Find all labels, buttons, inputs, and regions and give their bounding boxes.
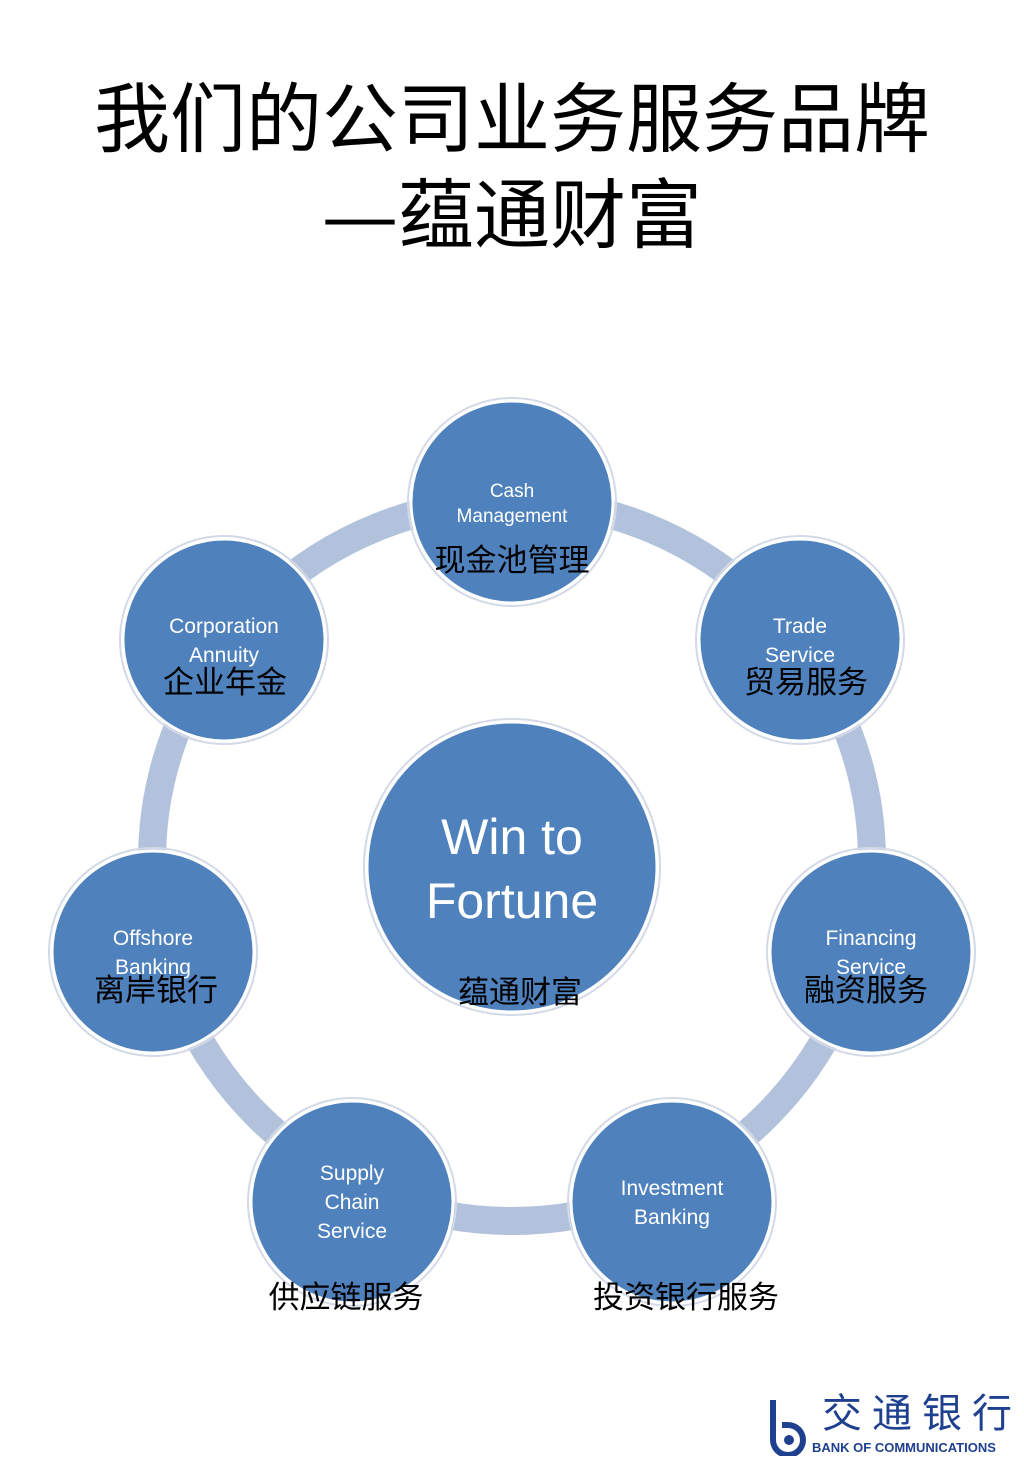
node-circle xyxy=(697,537,903,743)
node-zh-label: 融资服务 xyxy=(804,973,928,1009)
node-zh-label: 离岸银行 xyxy=(94,973,218,1009)
bank-of-communications-logo-icon xyxy=(770,1400,806,1456)
node-halo xyxy=(48,847,258,1057)
logo-chinese-name: 交通银行 xyxy=(822,1391,1022,1437)
title-line-2: —蕴通财富 xyxy=(322,171,702,260)
node-circle xyxy=(569,1099,775,1305)
node-zh-label: 企业年金 xyxy=(163,665,287,701)
node-circle xyxy=(409,399,615,605)
node-en-label: Service xyxy=(836,956,906,979)
node-halo xyxy=(695,535,905,745)
center-node-zh-label: 蕴通财富 xyxy=(458,975,582,1011)
logo-english-name: BANK OF COMMUNICATIONS xyxy=(812,1440,996,1455)
node-zh-label: 现金池管理 xyxy=(435,543,590,579)
node-en-label: Banking xyxy=(115,956,191,979)
node-en-label: Offshore xyxy=(113,927,193,950)
node-en-label: Chain xyxy=(325,1191,380,1214)
node-en-label: Service xyxy=(317,1220,387,1243)
center-node-en-line-1: Win to xyxy=(441,809,583,865)
node-halo xyxy=(119,535,329,745)
node-circle xyxy=(249,1099,455,1305)
node-circle xyxy=(121,537,327,743)
node-zh-label: 投资银行服务 xyxy=(593,1280,779,1316)
page-title: 我们的公司业务服务品牌 —蕴通财富 xyxy=(0,72,1024,264)
node-en-label: Trade xyxy=(773,615,827,638)
node-halo xyxy=(407,397,617,607)
node-halo xyxy=(766,847,976,1057)
node-en-label: Management xyxy=(457,506,569,527)
node-circle xyxy=(768,849,974,1055)
center-node-circle xyxy=(365,720,659,1014)
title-line-1: 我们的公司业务服务品牌 xyxy=(94,75,930,164)
node-circle xyxy=(50,849,256,1055)
center-node-en-line-2: Fortune xyxy=(426,873,598,929)
node-en-label: Annuity xyxy=(189,644,260,667)
node-en-label: Supply xyxy=(320,1162,385,1185)
node-en-label: Financing xyxy=(825,927,916,950)
bank-logo: 交通银行 BANK OF COMMUNICATIONS xyxy=(756,1392,1018,1462)
node-en-label: Corporation xyxy=(169,615,279,638)
node-en-label: Cash xyxy=(490,481,534,502)
node-halo xyxy=(247,1097,457,1307)
center-node: Win to Fortune 蕴通财富 xyxy=(363,718,661,1016)
node-en-label: Investment xyxy=(621,1177,724,1200)
node-halo xyxy=(567,1097,777,1307)
node-zh-label: 贸易服务 xyxy=(744,665,868,701)
node-en-label: Service xyxy=(765,644,835,667)
node-en-label: Banking xyxy=(634,1206,710,1229)
node-zh-label: 供应链服务 xyxy=(269,1280,424,1316)
nodes-layer: CashManagement现金池管理TradeService贸易服务Finan… xyxy=(48,397,976,1316)
